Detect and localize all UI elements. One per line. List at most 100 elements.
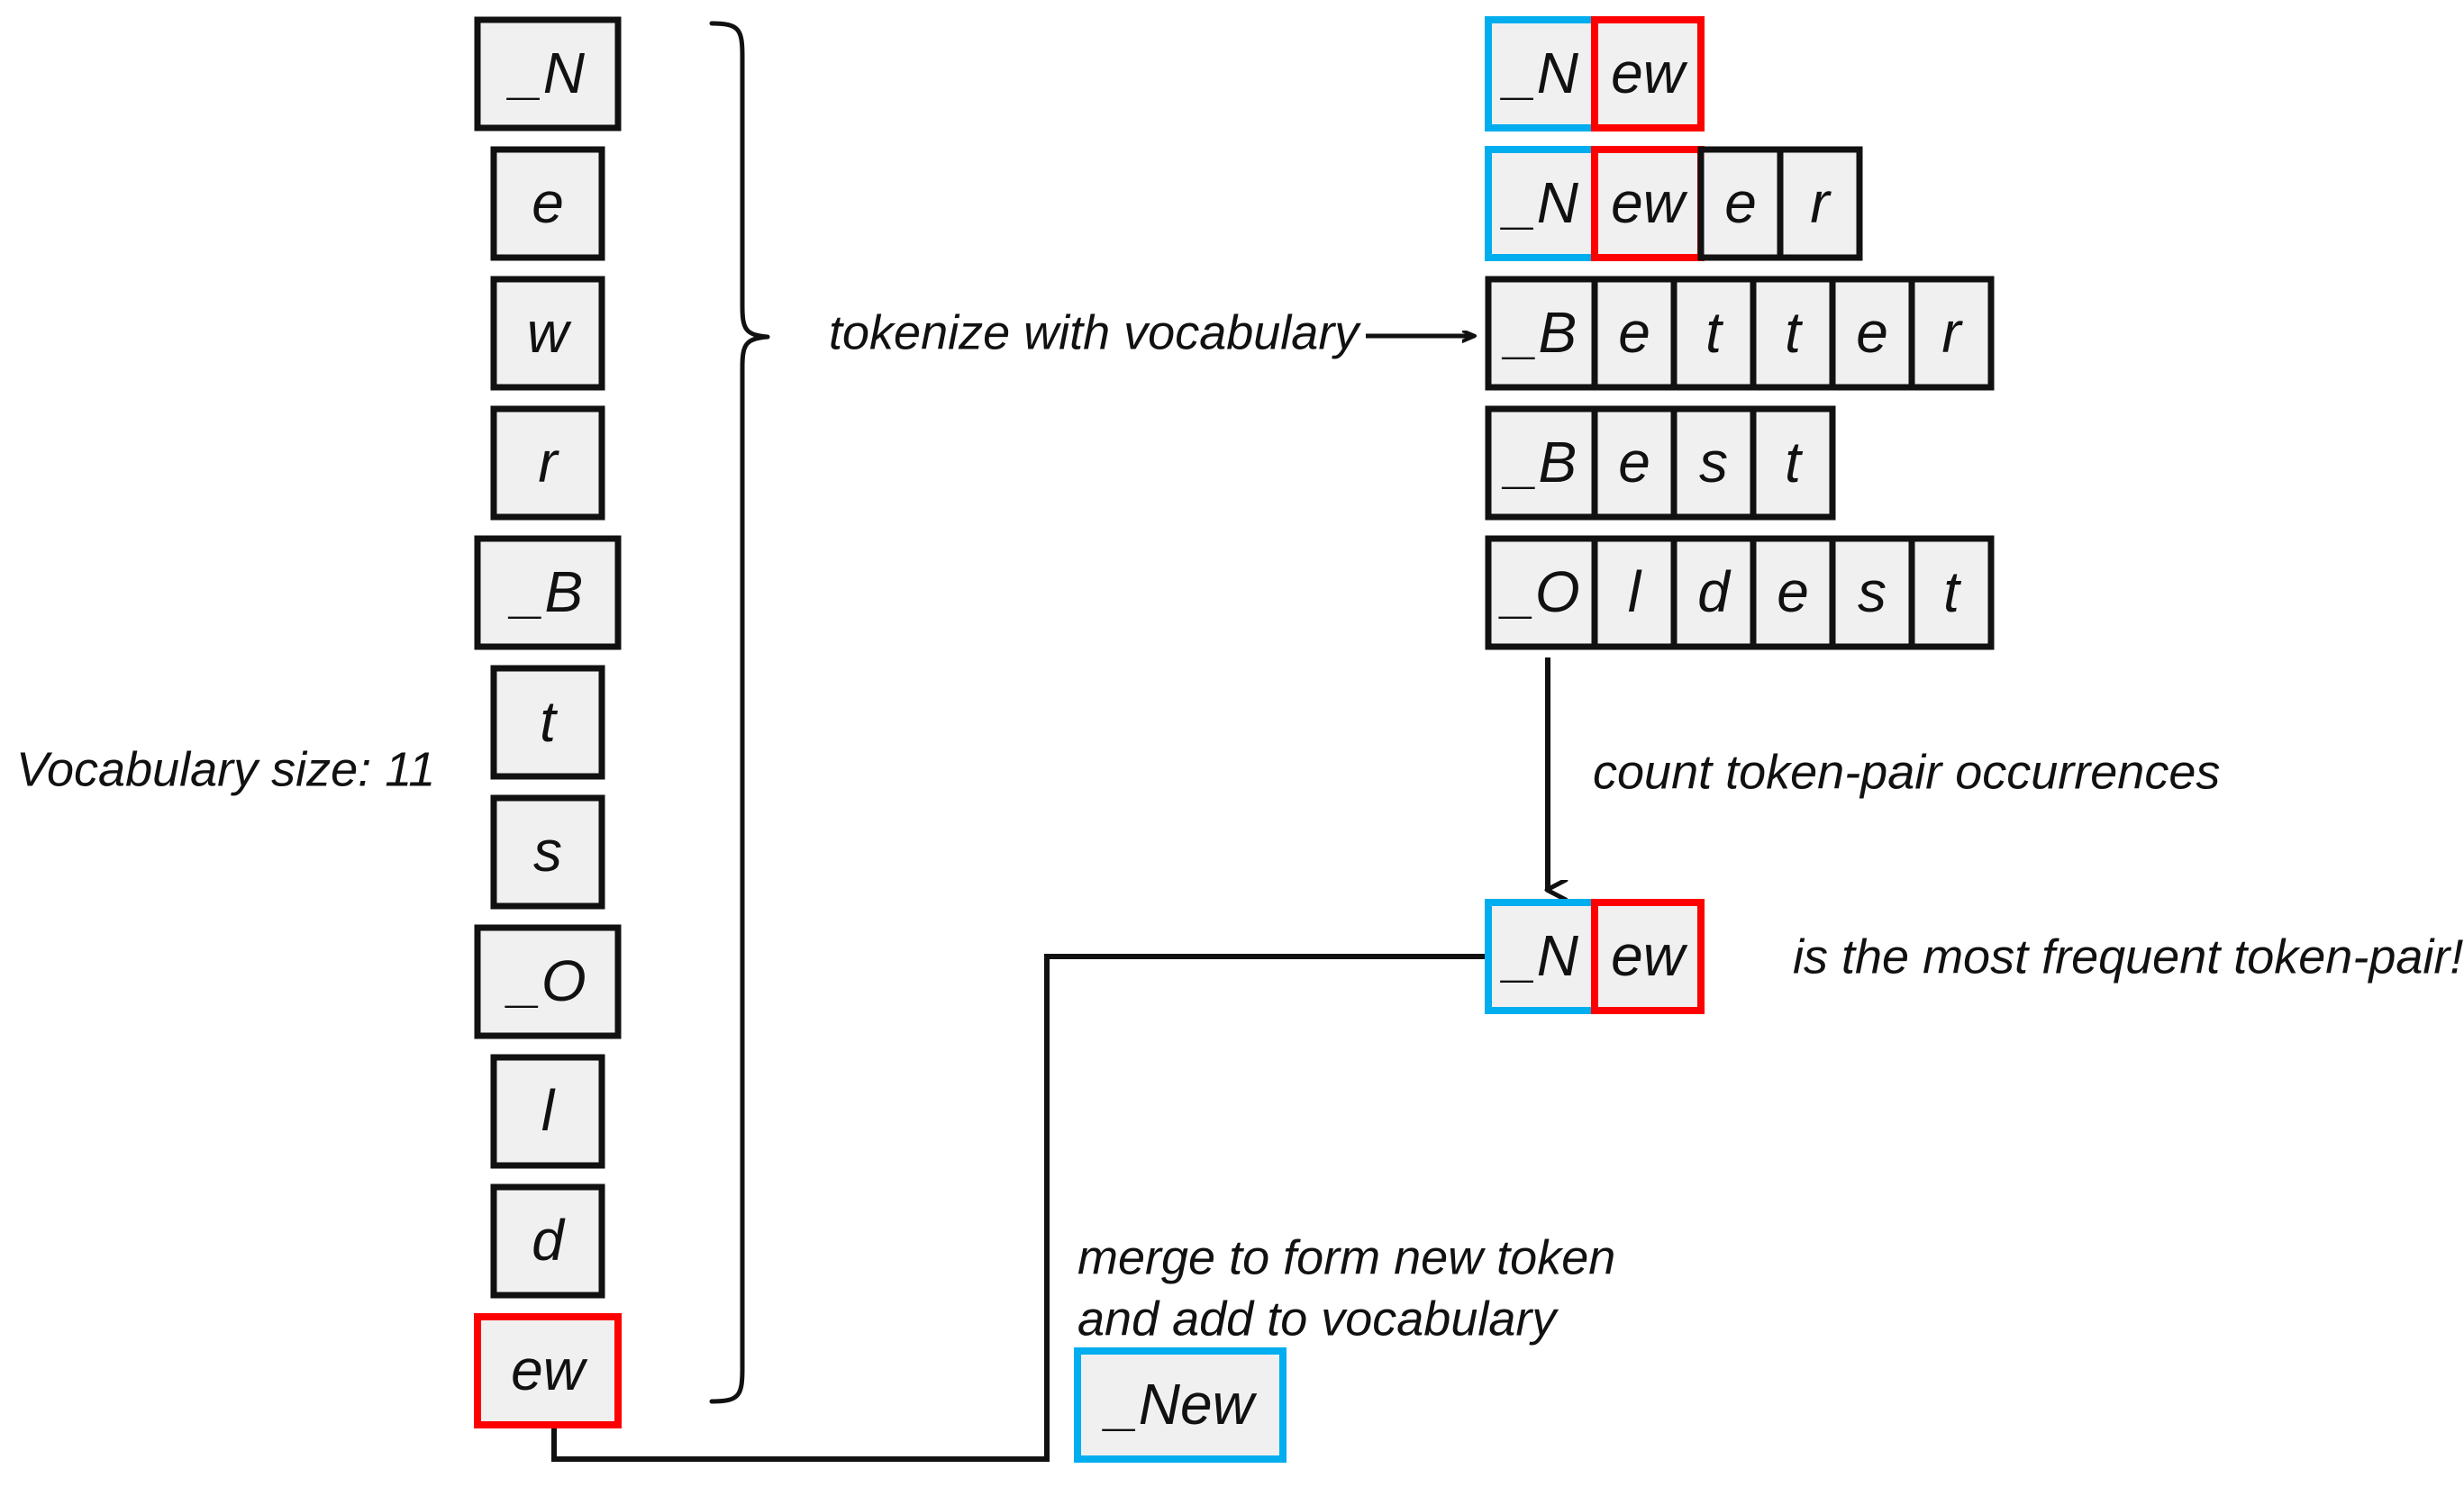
token-cell-border [474,1313,622,1428]
token-cell-border [1750,405,1836,521]
vocabulary-token-d[interactable]: d [490,1183,605,1299]
token-cell-word1-0[interactable]: _N [1485,146,1598,261]
vocabulary-token-e[interactable]: e [490,146,605,261]
token-cell-label: e [532,170,564,235]
token-cell-label: _N [1500,41,1579,105]
token-cell-label: d [532,1208,566,1273]
token-cell-pair-1[interactable]: ew [1591,899,1705,1014]
token-cell-border [1670,535,1757,650]
token-cell-word0-1[interactable]: ew [1591,16,1705,131]
vocabulary-token-t[interactable]: t [490,665,605,780]
merge-step-label-line2: and add to vocabulary [1077,1292,1559,1346]
token-cell-border [490,665,605,780]
merge-step-label-line1: merge to form new token [1077,1230,1615,1284]
token-cell-border [474,16,622,131]
token-cell-label: _B [1502,300,1577,365]
token-cell-label: t [1943,559,1961,624]
token-cell-border [1485,16,1598,131]
token-cell-word4-5[interactable]: t [1908,535,1995,650]
token-cell-word2-1[interactable]: e [1591,276,1678,391]
token-cell-border [490,794,605,910]
token-cell-word1-1[interactable]: ew [1591,146,1705,261]
token-cell-border [1591,16,1705,131]
token-cell-label: d [1697,559,1732,624]
token-cell-label: e [1856,300,1888,365]
token-cell-label: e [1724,170,1757,235]
token-cell-label: s [533,819,562,884]
token-cell-label: _B [508,559,583,624]
merged-token-box[interactable]: _New [1074,1347,1287,1463]
token-cell-label: e [1777,559,1809,624]
token-cell-label: t [1785,300,1803,365]
token-cell-word1-2[interactable]: e [1697,146,1784,261]
vocabulary-token-r[interactable]: r [490,405,605,521]
vocabulary-token-spN[interactable]: _N [474,16,622,131]
token-cell-word4-4[interactable]: s [1829,535,1915,650]
token-cell-border [1829,276,1915,391]
merge-feedback-connector [554,954,1488,1462]
frequent-pair-result-label: is the most frequent token-pair! [1793,929,2463,984]
vocabulary-size-label: Vocabulary size: 11 [16,742,435,796]
token-cell-label: t [540,689,558,754]
vocabulary-token-ew[interactable]: ew [474,1313,622,1428]
vocabulary-token-w[interactable]: w [490,276,605,391]
token-cell-label: ew [1611,170,1688,235]
token-cell-word2-2[interactable]: t [1670,276,1757,391]
vocabulary-token-spB[interactable]: _B [474,535,622,650]
token-cell-word3-3[interactable]: t [1750,405,1836,521]
token-cell-border [490,276,605,391]
token-cell-word4-1[interactable]: l [1591,535,1678,650]
token-cell-label: l [541,1078,556,1143]
token-cell-word2-4[interactable]: e [1829,276,1915,391]
token-cell-border [490,1054,605,1169]
token-cell-word0-0[interactable]: _N [1485,16,1598,131]
token-cell-label: w [527,300,572,365]
token-cell-border [1074,1347,1287,1463]
token-cell-word2-0[interactable]: _B [1485,276,1598,391]
vocabulary-token-l[interactable]: l [490,1054,605,1169]
token-cell-label: e [1618,430,1650,494]
token-cell-label: r [1810,170,1832,235]
vocabulary-token-s[interactable]: s [490,794,605,910]
token-cell-border [1591,899,1705,1014]
token-cell-word3-1[interactable]: e [1591,405,1678,521]
token-cell-border [1485,405,1598,521]
token-cell-border [1697,146,1784,261]
token-cell-word2-5[interactable]: r [1908,276,1995,391]
token-cell-border [490,1183,605,1299]
token-cell-border [490,405,605,521]
token-cell-label: t [1705,300,1723,365]
token-cell-border [1908,535,1995,650]
token-cell-label: ew [511,1337,588,1402]
token-cell-border [1829,535,1915,650]
token-cell-label: t [1785,430,1803,494]
token-cell-border [490,146,605,261]
token-cell-border [474,924,622,1039]
token-cell-word1-3[interactable]: r [1777,146,1863,261]
token-cell-word4-2[interactable]: d [1670,535,1757,650]
vocabulary-token-spO[interactable]: _O [474,924,622,1039]
token-cell-word2-3[interactable]: t [1750,276,1836,391]
token-cell-word4-0[interactable]: _O [1485,535,1598,650]
token-cell-word3-0[interactable]: _B [1485,405,1598,521]
token-cell-label: _O [505,948,586,1013]
token-cell-word3-2[interactable]: s [1670,405,1757,521]
token-cell-word4-3[interactable]: e [1750,535,1836,650]
token-cell-border [1777,146,1863,261]
token-cell-border [1670,405,1757,521]
token-cell-border [1750,535,1836,650]
token-cell-label: _New [1102,1372,1257,1437]
token-cell-pair-0[interactable]: _N [1485,899,1598,1014]
token-cell-border [1670,276,1757,391]
token-cell-label: s [1699,430,1728,494]
token-cell-label: _N [1500,923,1579,988]
